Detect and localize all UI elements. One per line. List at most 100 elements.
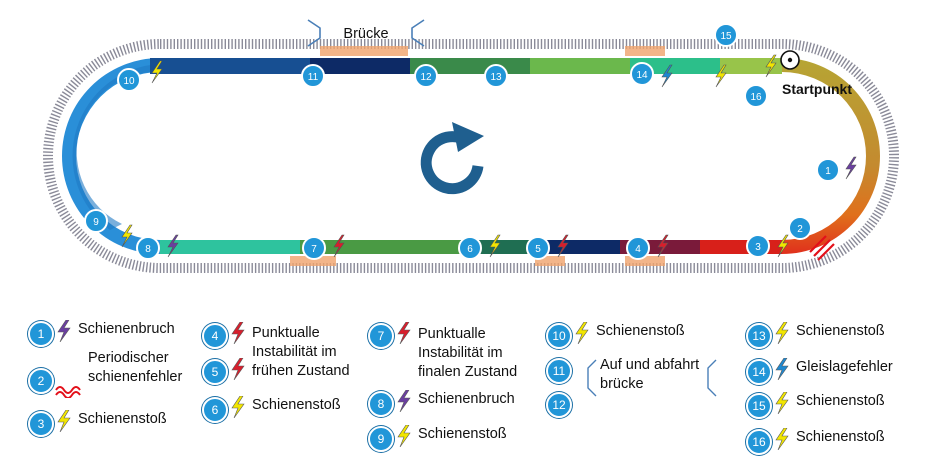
legend-item-10: 10 Schienenstoß <box>546 321 685 349</box>
bridge-bracket <box>307 19 425 47</box>
marker-number: 8 <box>145 244 151 255</box>
marker-badge <box>816 158 840 182</box>
legend-item-6: 6 Schienenstoß <box>202 395 341 423</box>
track-top-seg-1 <box>150 58 310 74</box>
yellow-bolt-icon <box>774 427 790 455</box>
legend-label: Schienenstoß <box>796 393 885 409</box>
legend-badge: 4 <box>202 322 228 349</box>
legend-label: Schienenstoß <box>796 323 885 339</box>
legend-badge: 3 <box>28 410 54 437</box>
yellow-bolt-icon <box>774 321 790 349</box>
tie-highlights-bottom <box>290 256 665 266</box>
marker-number: 5 <box>535 244 541 255</box>
marker-number: 13 <box>490 72 502 83</box>
marker-badge <box>714 23 738 47</box>
track-marker-5: 5 <box>526 234 569 260</box>
marker-badge <box>630 62 654 86</box>
red-bolt-icon <box>333 234 345 258</box>
track-marker-11: 11 <box>301 64 325 88</box>
yellow-bolt-icon <box>777 234 789 258</box>
legend-badge: 12 <box>546 392 572 418</box>
track-marker-13: 13 <box>484 64 508 88</box>
legend-badge: 16 <box>746 428 772 455</box>
marker-number: 4 <box>635 244 641 255</box>
track-marker-8: 8 <box>136 234 179 260</box>
legend-badge: 5 <box>202 358 228 385</box>
legend-label: Schienenbruch <box>78 321 175 337</box>
start-point-icon <box>780 50 800 70</box>
track-marker-7: 7 <box>302 234 345 260</box>
track-marker-10: 10 <box>117 60 163 92</box>
red-wave-icon <box>54 372 82 403</box>
track-ties-outer <box>43 39 899 273</box>
marker-number: 9 <box>93 217 99 228</box>
purple-bolt-icon <box>845 156 857 180</box>
legend-label: Schienenstoß <box>418 426 507 442</box>
bridge-label: Brücke <box>343 26 388 42</box>
yellow-bolt-icon <box>56 409 72 437</box>
yellow-bolt-icon <box>230 395 246 423</box>
yellow-bolt-icon <box>765 54 777 78</box>
marker-badge <box>526 236 550 260</box>
red-bolt-icon <box>396 321 412 349</box>
yellow-bolt-icon <box>121 224 133 248</box>
marker-number: 11 <box>308 72 319 83</box>
marker-number: 6 <box>467 244 473 255</box>
legend-badge: 9 <box>368 425 394 452</box>
track-top-seg-2 <box>310 58 410 74</box>
bridge-ties-top <box>320 46 665 56</box>
marker-number: 14 <box>636 70 648 81</box>
purple-bolt-icon <box>396 389 412 417</box>
legend-badge: 14 <box>746 358 772 385</box>
marker-number: 1 <box>825 166 831 177</box>
marker-badge <box>301 64 325 88</box>
marker-badge <box>626 236 650 260</box>
legend-badge: 7 <box>368 322 394 349</box>
track-right-curve <box>782 58 880 254</box>
blue-bolt-icon <box>774 357 790 385</box>
legend-label: Schienenbruch <box>418 391 515 407</box>
yellow-bolt-icon <box>574 321 590 349</box>
marker-badge <box>746 234 770 258</box>
marker-badge <box>744 84 768 108</box>
red-bolt-icon <box>657 234 669 258</box>
bridge-legend-brace <box>587 359 717 397</box>
track-marker-1: 1 <box>816 156 857 182</box>
legend-badge: 11 <box>546 358 572 384</box>
marker-badge <box>117 68 141 92</box>
red-bolt-icon <box>230 357 246 385</box>
legend-item-4: 4 Punktualle Instabilität im frühen Zust… <box>202 321 350 381</box>
track-marker-6: 6 <box>458 234 501 260</box>
marker-badge <box>788 216 812 240</box>
legend-item-8: 8 Schienenbruch <box>368 389 515 417</box>
track-marker-16: 16 <box>744 54 777 108</box>
legend-label: Schienenstoß <box>78 411 167 427</box>
marker-badge <box>484 64 508 88</box>
legend-label: Gleislagefehler <box>796 359 893 375</box>
yellow-bolt-icon <box>774 391 790 419</box>
track-marker-2: 2 <box>788 216 812 240</box>
clockwise-arrow-icon <box>420 122 484 195</box>
legend-label: Schienenstoß <box>796 429 885 445</box>
marker-number: 7 <box>311 244 317 255</box>
start-point-label: Startpunkt <box>782 81 852 97</box>
marker-number: 16 <box>750 92 762 103</box>
legend-badge: 1 <box>28 320 54 347</box>
legend-item-2: 2 Periodischer schienenfehler <box>28 350 182 403</box>
legend-badge: 13 <box>746 322 772 349</box>
legend-item-15: 15 Schienenstoß <box>746 391 885 419</box>
marker-number: 12 <box>420 72 432 83</box>
legend-item-1: 1 Schienenbruch <box>28 319 175 347</box>
legend-label: Schienenstoß <box>252 397 341 413</box>
legend-item-14: 14 Gleislagefehler <box>746 357 893 385</box>
marker-number: 3 <box>755 242 761 253</box>
legend-label: Punktualle Instabilität im finalen Zusta… <box>418 326 518 380</box>
marker-number: 15 <box>720 31 732 42</box>
legend-badge: 6 <box>202 396 228 423</box>
legend-label: Periodischer schienenfehler <box>88 350 183 385</box>
legend-badge: 2 <box>28 367 54 394</box>
legend-badge: 8 <box>368 390 394 417</box>
track-left-curve <box>62 58 160 254</box>
track-marker-14: 14 <box>630 62 673 88</box>
